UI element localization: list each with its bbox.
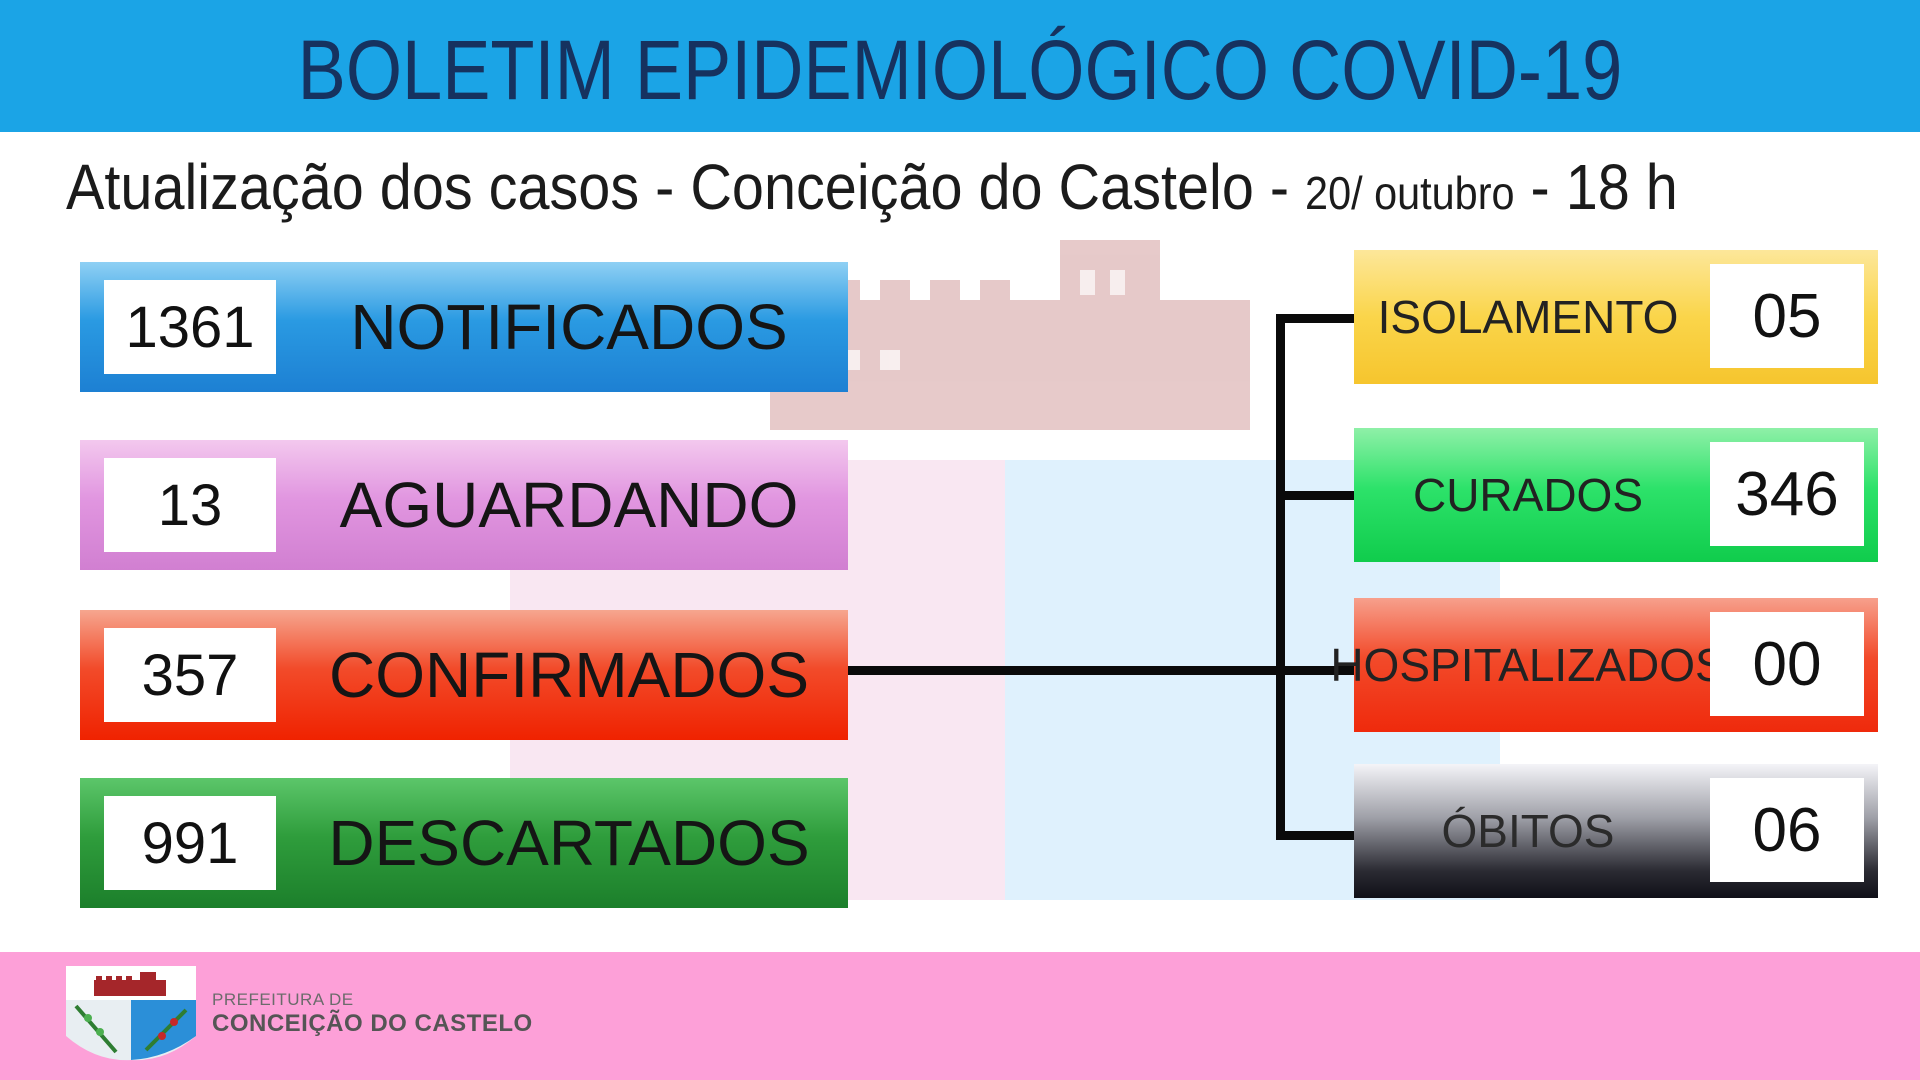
confirmados-label: CONFIRMADOS	[329, 639, 809, 711]
obitos-label: ÓBITOS	[1441, 805, 1615, 857]
castle-watermark-icon	[770, 240, 1250, 430]
footer-org-name: CONCEIÇÃO DO CASTELO	[212, 1010, 533, 1037]
hospitalizados-value: 00	[1710, 612, 1864, 716]
city-coat-of-arms-icon	[66, 966, 196, 1061]
aguardando-value: 13	[104, 458, 276, 552]
notificados-label: NOTIFICADOS	[350, 291, 788, 363]
subtitle-location: Atualização dos casos - Conceição do Cas…	[66, 151, 1306, 223]
connector-obitos	[1276, 831, 1356, 840]
connector-isolamento	[1276, 314, 1356, 323]
notificados-card: 1361 NOTIFICADOS	[80, 262, 848, 392]
curados-card: CURADOS 346	[1354, 428, 1878, 562]
descartados-card: 991 DESCARTADOS	[80, 778, 848, 908]
curados-label: CURADOS	[1412, 469, 1644, 521]
hospitalizados-card: HOSPITALIZADOS 00	[1330, 598, 1878, 732]
connector-vertical	[1276, 314, 1285, 840]
hospitalizados-label: HOSPITALIZADOS	[1330, 639, 1726, 691]
aguardando-label: AGUARDANDO	[339, 469, 799, 541]
curados-value: 346	[1710, 442, 1864, 546]
obitos-card: ÓBITOS 06	[1354, 764, 1878, 898]
page-title: BOLETIM EPIDEMIOLÓGICO COVID-19	[297, 23, 1623, 117]
confirmados-card: 357 CONFIRMADOS	[80, 610, 848, 740]
footer-org-prefix: PREFEITURA DE	[212, 990, 354, 1009]
descartados-value: 991	[104, 796, 276, 890]
subtitle-date: 20/ outubro	[1305, 167, 1515, 219]
isolamento-value: 05	[1710, 264, 1864, 368]
isolamento-card: ISOLAMENTO 05	[1354, 250, 1878, 384]
subtitle-time: - 18 h	[1514, 151, 1678, 223]
connector-hospitalizados	[1276, 666, 1356, 675]
connector-curados	[1276, 491, 1356, 500]
descartados-label: DESCARTADOS	[328, 807, 810, 879]
connector-horizontal-main	[848, 666, 1280, 675]
aguardando-card: 13 AGUARDANDO	[80, 440, 848, 570]
confirmados-value: 357	[104, 628, 276, 722]
obitos-value: 06	[1710, 778, 1864, 882]
notificados-value: 1361	[104, 280, 276, 374]
update-subtitle: Atualização dos casos - Conceição do Cas…	[66, 150, 1678, 224]
isolamento-label: ISOLAMENTO	[1377, 291, 1679, 343]
header-bar	[0, 0, 1920, 132]
footer-bar	[0, 952, 1920, 1080]
